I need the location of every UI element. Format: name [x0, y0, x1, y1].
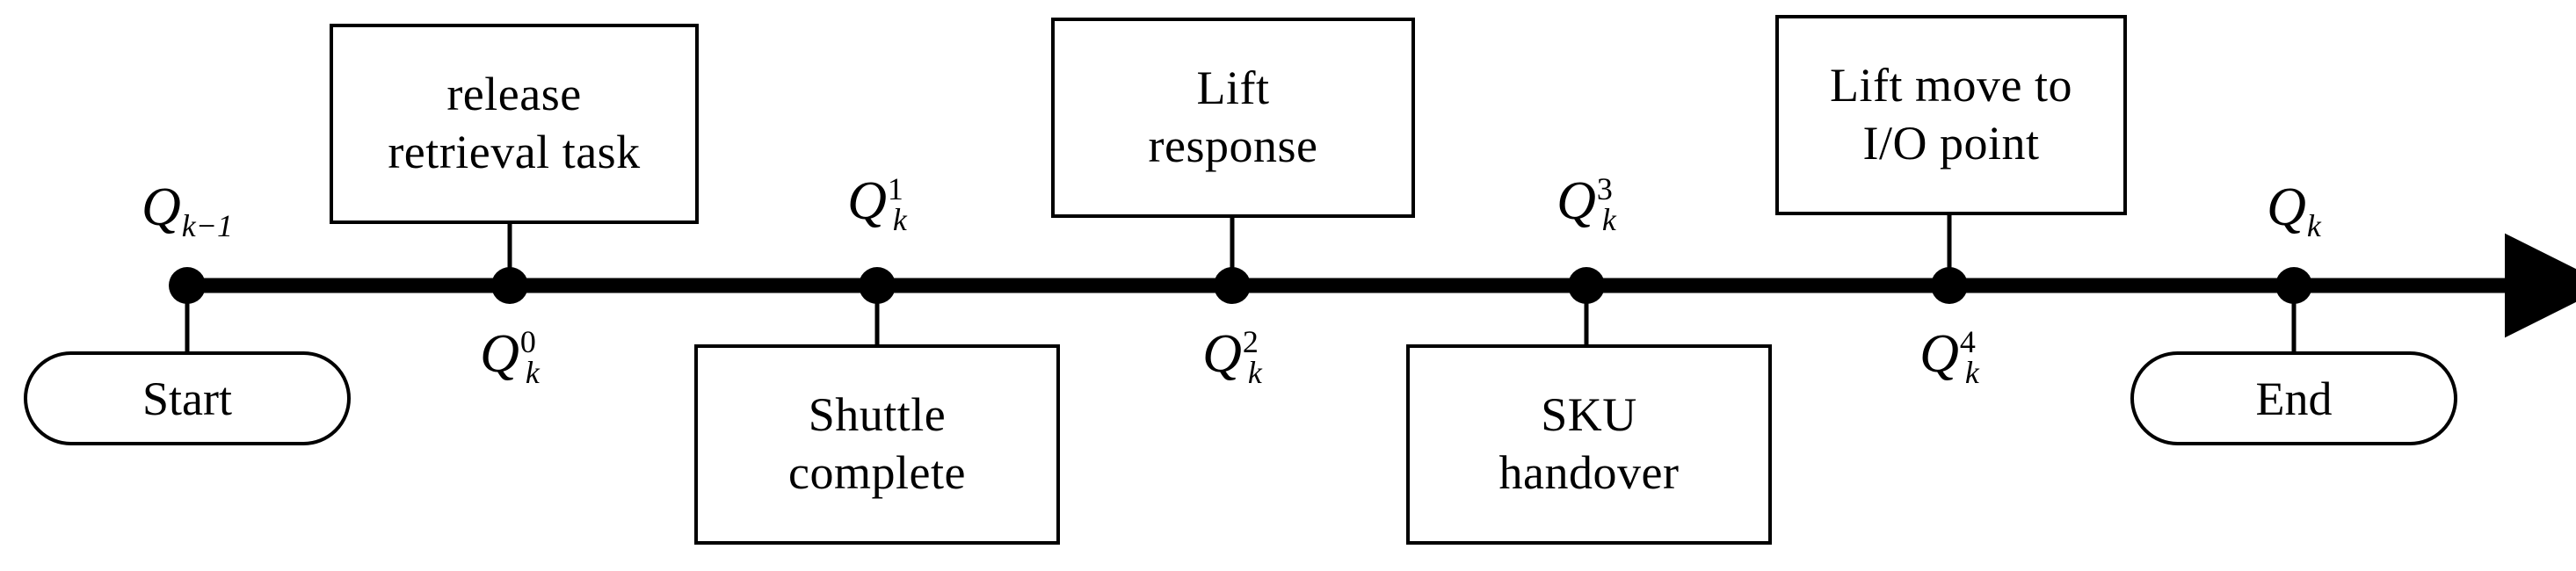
event-label-line-2: handover — [1498, 446, 1680, 499]
terminal-start[interactable]: Start — [24, 351, 351, 445]
event-label-line-2: I/O point — [1862, 117, 2040, 170]
terminal-start-label: Start — [142, 372, 232, 425]
event-box-lift-response[interactable]: Lift response — [1051, 18, 1415, 218]
node-label-subscript: k — [525, 355, 540, 391]
node-label-q-k-minus-1: Qk−1 — [141, 177, 233, 242]
event-label-line-2: complete — [788, 446, 966, 499]
event-box-release-retrieval-task[interactable]: release retrieval task — [330, 24, 699, 224]
node-label-subscript: k — [1247, 355, 1262, 391]
node-label-base: Q — [1919, 324, 1959, 384]
node-label-base: Q — [847, 171, 887, 231]
event-label-line-1: Lift — [1196, 61, 1270, 115]
node-label-q-k-0: Q0k — [480, 324, 540, 388]
event-label-line-2: response — [1148, 119, 1318, 172]
timeline-node-dot[interactable] — [859, 267, 896, 304]
node-label-q-k-2: Q2k — [1202, 324, 1262, 388]
node-label-superscript: 4 — [1959, 324, 1976, 360]
node-label-base: Q — [2267, 177, 2306, 237]
timeline-node-dot[interactable] — [1931, 267, 1968, 304]
node-label-superscript: 3 — [1596, 171, 1613, 207]
terminal-end-label: End — [2255, 372, 2333, 425]
event-label-line-1: release — [446, 68, 582, 121]
node-label-base: Q — [1202, 324, 1242, 384]
node-label-superscript: 0 — [519, 324, 536, 360]
node-label-q-k-4: Q4k — [1919, 324, 1979, 388]
node-label-subscript: k — [1964, 355, 1979, 391]
node-label-q-k: Qk — [2267, 177, 2321, 242]
terminal-end[interactable]: End — [2130, 351, 2457, 445]
event-box-sku-handover[interactable]: SKU handover — [1406, 344, 1772, 545]
event-label-line-1: Lift move to — [1830, 59, 2072, 112]
timeline-node-dot[interactable] — [169, 267, 206, 304]
node-label-superscript: 1 — [887, 171, 903, 207]
node-label-subscript: k−1 — [181, 208, 233, 244]
node-label-subscript: k — [892, 202, 907, 238]
timeline-node-dot[interactable] — [1214, 267, 1251, 304]
node-label-base: Q — [480, 324, 519, 384]
node-label-q-k-3: Q3k — [1556, 171, 1616, 235]
event-label-line-1: SKU — [1541, 388, 1637, 442]
node-label-subscript: k — [2306, 208, 2321, 244]
node-label-subscript: k — [1601, 202, 1616, 238]
event-box-shuttle-complete[interactable]: Shuttle complete — [694, 344, 1060, 545]
event-box-lift-move-to-io-point[interactable]: Lift move to I/O point — [1775, 15, 2127, 215]
timeline-node-dot[interactable] — [2275, 267, 2312, 304]
node-label-base: Q — [1556, 171, 1596, 231]
node-label-base: Q — [141, 177, 181, 237]
node-label-superscript: 2 — [1242, 324, 1259, 360]
node-label-q-k-1: Q1k — [847, 171, 907, 235]
event-label-line-2: retrieval task — [388, 126, 641, 178]
event-label-line-1: Shuttle — [808, 388, 947, 442]
timeline-node-dot[interactable] — [491, 267, 528, 304]
timeline-node-dot[interactable] — [1568, 267, 1605, 304]
